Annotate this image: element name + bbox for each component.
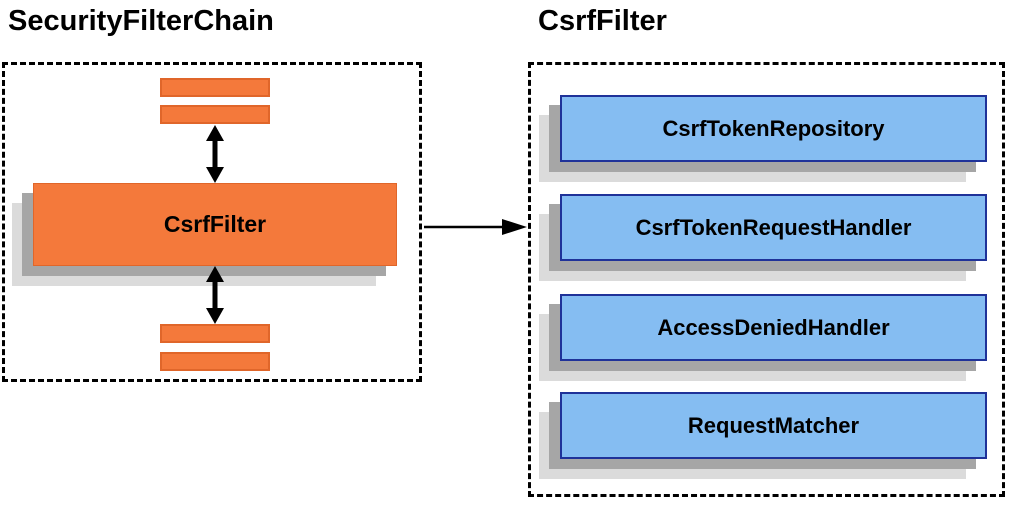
security-filter-chain-box xyxy=(2,62,422,382)
component-box: AccessDeniedHandler xyxy=(539,294,987,381)
filter-placeholder-bar xyxy=(160,105,270,124)
csrf-filter-components-box xyxy=(528,62,1005,497)
component-box: CsrfTokenRepository xyxy=(539,95,987,182)
csrf-filter-box-label: CsrfFilter xyxy=(163,211,267,237)
component-box: RequestMatcher xyxy=(539,392,987,479)
filter-placeholder-bar xyxy=(160,324,270,343)
csrf-filter-title: CsrfFilter xyxy=(538,5,667,37)
component-box-label: AccessDeniedHandler xyxy=(657,314,890,340)
component-box-label: RequestMatcher xyxy=(687,412,860,438)
csrf-filter-box: CsrfFilter xyxy=(12,183,397,286)
connector-arrow xyxy=(424,219,527,235)
security-filter-chain-title: SecurityFilterChain xyxy=(8,5,274,37)
component-box-label: CsrfTokenRepository xyxy=(662,115,885,141)
filter-placeholder-bar xyxy=(160,78,270,97)
filter-placeholder-bar xyxy=(160,352,270,371)
component-box: CsrfTokenRequestHandler xyxy=(539,194,987,281)
component-box-label: CsrfTokenRequestHandler xyxy=(635,214,912,240)
